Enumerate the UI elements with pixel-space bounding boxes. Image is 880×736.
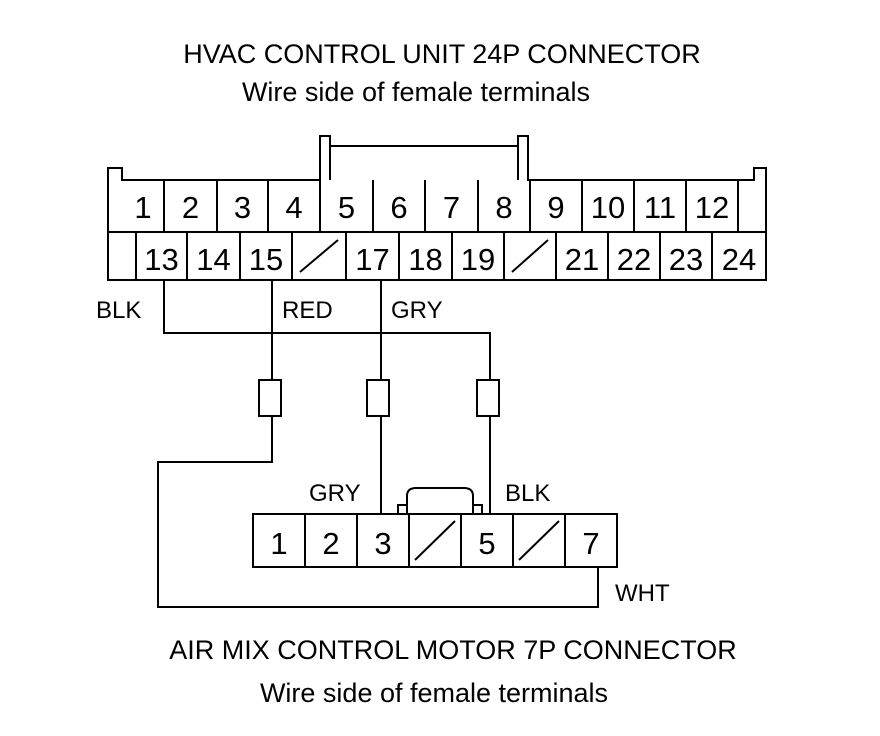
wire-label-red-top: RED bbox=[282, 297, 333, 324]
bottom-pin-2: 2 bbox=[322, 526, 339, 561]
wire-label-gry-top: GRY bbox=[391, 297, 443, 324]
top-pin-5: 5 bbox=[338, 190, 355, 225]
bottom-pin-7: 7 bbox=[582, 526, 599, 561]
wire-label-gry-bottom: GRY bbox=[309, 480, 361, 507]
top-pin-18: 18 bbox=[408, 242, 442, 277]
top-pin-22: 22 bbox=[617, 242, 651, 277]
top-connector-subtitle: Wire side of female terminals bbox=[242, 77, 590, 107]
wire-label-blk-top: BLK bbox=[96, 297, 141, 324]
top-pin-23: 23 bbox=[669, 242, 703, 277]
top-pin-21: 21 bbox=[565, 242, 599, 277]
top-pin-2: 2 bbox=[182, 190, 199, 225]
top-blank-slot-diagonal bbox=[511, 239, 549, 273]
bottom-pin-1: 1 bbox=[270, 526, 287, 561]
bottom-connector-title: AIR MIX CONTROL MOTOR 7P CONNECTOR bbox=[169, 635, 737, 665]
top-blank-slot-diagonal bbox=[299, 239, 339, 273]
top-pin-19: 19 bbox=[461, 242, 495, 277]
wire-label-blk-bottom: BLK bbox=[505, 480, 550, 507]
top-pin-11: 11 bbox=[644, 190, 676, 225]
top-pin-8: 8 bbox=[495, 190, 512, 225]
top-pin-24: 24 bbox=[722, 242, 756, 277]
bottom-pin-5: 5 bbox=[478, 526, 495, 561]
bottom-connector-subtitle: Wire side of female terminals bbox=[260, 678, 608, 708]
inline-terminal-1 bbox=[258, 379, 282, 417]
top-pin-12: 12 bbox=[695, 190, 729, 225]
bottom-blank-slot-diagonal bbox=[414, 520, 456, 561]
wire-wht-loop bbox=[157, 416, 599, 608]
top-pin-14: 14 bbox=[196, 242, 230, 277]
top-pin-10: 10 bbox=[591, 190, 625, 225]
inline-terminal-3 bbox=[476, 379, 500, 417]
top-pin-13: 13 bbox=[144, 242, 178, 277]
top-row2-pins: 13 14 15 17 18 19 21 22 23 24 bbox=[144, 239, 756, 277]
top-connector-title: HVAC CONTROL UNIT 24P CONNECTOR bbox=[183, 39, 701, 69]
bottom-pin-3: 3 bbox=[374, 526, 391, 561]
inline-terminal-2 bbox=[366, 379, 390, 417]
top-pin-7: 7 bbox=[443, 190, 460, 225]
top-pin-3: 3 bbox=[234, 190, 251, 225]
top-pin-9: 9 bbox=[547, 190, 564, 225]
top-pin-1: 1 bbox=[134, 190, 151, 225]
top-pin-17: 17 bbox=[355, 242, 389, 277]
wire-label-wht: WHT bbox=[615, 580, 670, 607]
bottom-blank-slot-diagonal bbox=[518, 520, 560, 561]
top-pin-6: 6 bbox=[390, 190, 407, 225]
top-pin-4: 4 bbox=[285, 190, 302, 225]
top-pin-15: 15 bbox=[249, 242, 283, 277]
wire-blk-top bbox=[163, 280, 491, 380]
